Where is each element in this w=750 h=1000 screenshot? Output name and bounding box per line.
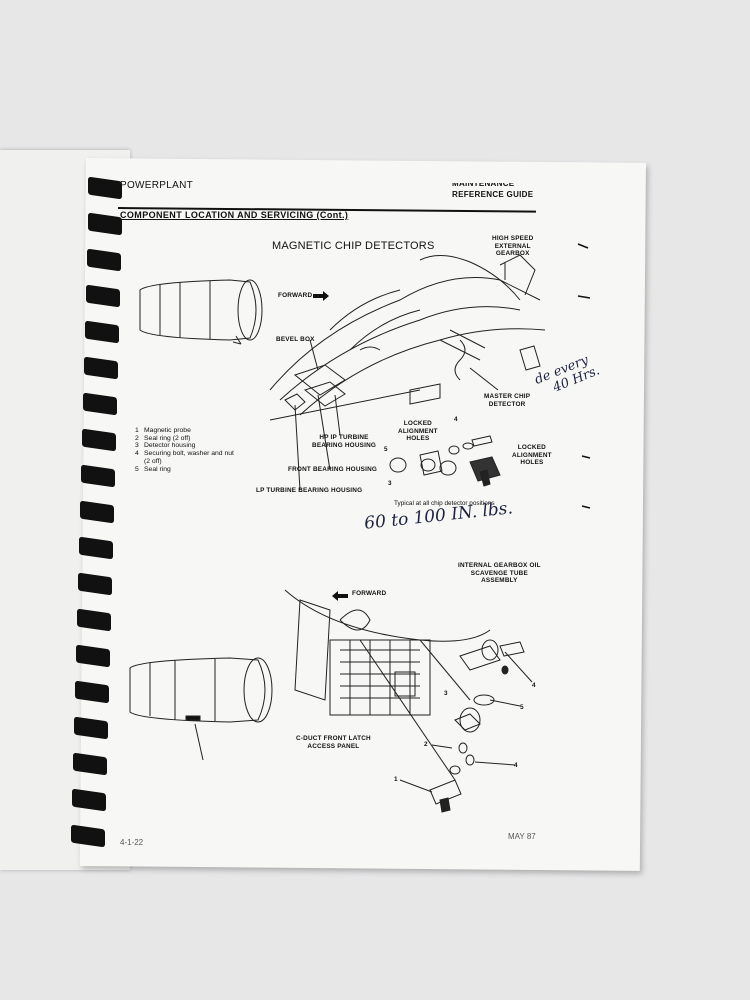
engine-cutaway-upper [269, 254, 546, 421]
label-item-4-upper: 4 [454, 416, 458, 423]
label-item-4a-lower: 4 [532, 682, 536, 689]
label-locked-alignment-left: LOCKED ALIGNMENT HOLES [398, 420, 438, 442]
label-master-chip-detector: MASTER CHIP DETECTOR [484, 393, 531, 408]
chip-detector-detail-upper [389, 435, 501, 487]
label-hp-ip-turbine: HP IP TURBINE BEARING HOUSING [312, 434, 377, 449]
label-item-3-upper: 3 [388, 480, 392, 487]
label-c-duct-panel: C-DUCT FRONT LATCH ACCESS PANEL [296, 735, 371, 750]
engine-nacelle-upper [139, 279, 263, 345]
label-item-2-lower: 2 [424, 741, 428, 748]
label-bevel-box: BEVEL BOX [276, 336, 315, 343]
forward-arrow-lower [332, 591, 348, 601]
footer-page-number: 4-1-22 [120, 838, 144, 847]
footer-date: MAY 87 [508, 832, 536, 841]
label-lp-turbine: LP TURBINE BEARING HOUSING [256, 487, 363, 494]
chip-detector-detail-lower [399, 639, 533, 813]
engine-nacelle-lower [129, 657, 273, 761]
leader-lines-upper [294, 262, 506, 491]
engine-cutaway-lower [284, 589, 491, 781]
label-forward-upper: FORWARD [278, 292, 313, 299]
header-powerplant: POWERPLANT [120, 180, 194, 191]
forward-arrow-upper [313, 291, 329, 301]
label-forward-lower: FORWARD [352, 590, 387, 597]
typical-note: Typical at all chip detector positions [394, 500, 495, 507]
label-front-bearing: FRONT BEARING HOUSING [288, 466, 378, 473]
header-reference-guide: REFERENCE GUIDE [452, 190, 534, 199]
label-high-speed-gearbox: HIGH SPEED EXTERNAL GEARBOX [492, 235, 534, 257]
margin-marks [577, 243, 591, 509]
label-internal-gearbox-tube: INTERNAL GEARBOX OIL SCAVENGE TUBE ASSEM… [458, 562, 541, 584]
section-title: COMPONENT LOCATION AND SERVICING (Cont.) [120, 210, 349, 220]
header-maintenance: MAINTENANCE [452, 179, 515, 188]
label-locked-alignment-right: LOCKED ALIGNMENT HOLES [512, 444, 552, 466]
label-item-3-lower: 3 [444, 690, 448, 697]
label-item-5-upper: 5 [384, 446, 388, 453]
label-item-4b-lower: 4 [514, 762, 518, 769]
label-item-1-lower: 1 [394, 776, 398, 783]
figure-title: MAGNETIC CHIP DETECTORS [272, 240, 435, 252]
label-item-5-lower: 5 [520, 704, 524, 711]
forward-arrows [313, 291, 348, 601]
